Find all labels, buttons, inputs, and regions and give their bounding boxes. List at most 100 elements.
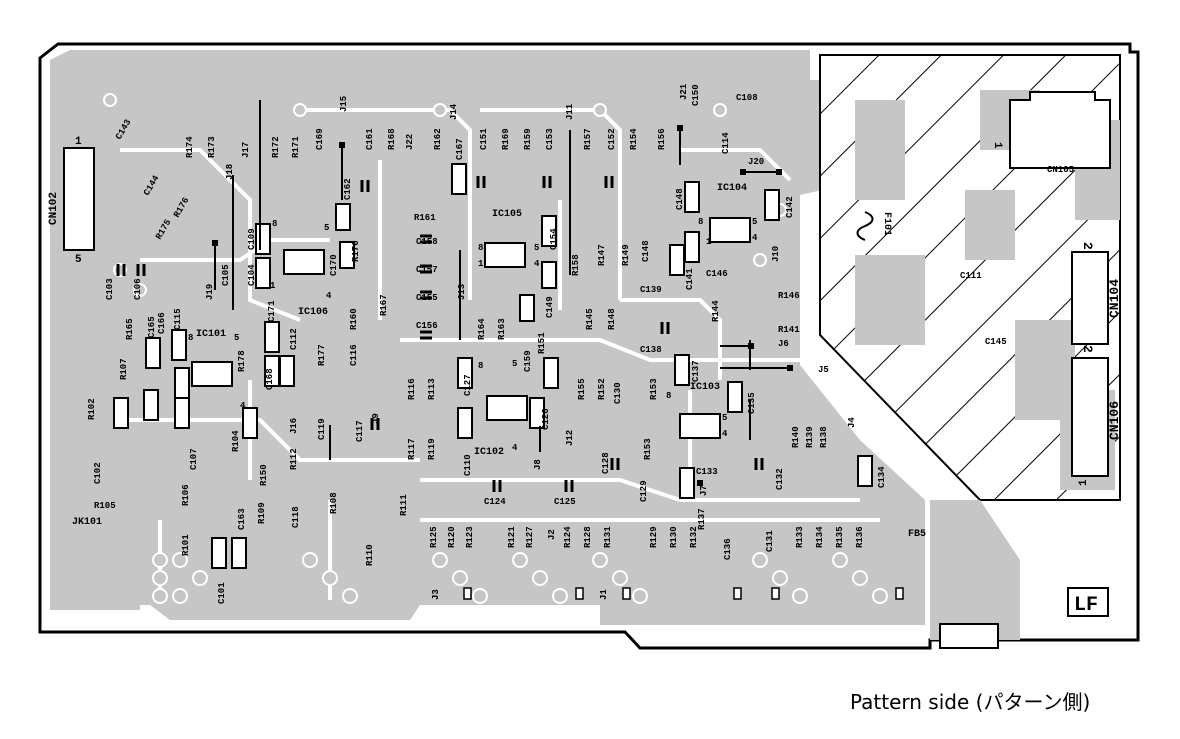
pads <box>103 93 888 604</box>
label-c103: C103 <box>105 278 115 300</box>
label-j14: J14 <box>449 103 459 120</box>
ic105-pin5: 5 <box>534 243 539 253</box>
label-r112: R112 <box>289 448 299 470</box>
label-j21: J21 <box>679 83 689 100</box>
label-r128: R128 <box>583 526 593 548</box>
label-c147: C148 <box>641 240 651 262</box>
label-c133: C133 <box>696 467 718 477</box>
label-c116: C116 <box>349 344 359 366</box>
label-r157: R157 <box>583 128 593 150</box>
fb5-footprint <box>939 623 999 649</box>
label-r158: R158 <box>571 254 581 276</box>
label-r153: R153 <box>643 438 653 460</box>
label-j2: J2 <box>547 529 557 540</box>
label-c124: C124 <box>484 497 506 507</box>
label-r159: R159 <box>523 128 533 150</box>
label-ic106: IC106 <box>298 307 328 318</box>
label-r155: R155 <box>577 378 587 400</box>
label-r107: R107 <box>119 358 129 380</box>
label-r129: R129 <box>649 526 659 548</box>
label-r104: R104 <box>231 430 241 452</box>
label-c166: C166 <box>157 312 167 334</box>
label-r106: R106 <box>181 484 191 506</box>
label-c118: C118 <box>291 506 301 528</box>
label-c163: C163 <box>237 508 247 530</box>
label-r119: R119 <box>427 438 437 460</box>
label-c127: C127 <box>463 374 473 396</box>
ic102-pin8: 8 <box>478 361 483 371</box>
label-r148: R148 <box>607 308 617 330</box>
label-c117: C117 <box>355 420 365 442</box>
label-j12: J12 <box>565 430 575 446</box>
label-r110: R110 <box>365 544 375 566</box>
label-j5: J5 <box>818 365 829 375</box>
label-r178: R178 <box>237 350 247 372</box>
label-r121: R121 <box>507 526 517 548</box>
label-c109: C109 <box>247 228 257 250</box>
label-c146: C146 <box>706 269 728 279</box>
label-r145: R145 <box>585 308 595 330</box>
label-j9: J9 <box>371 413 381 424</box>
label-r111: R111 <box>399 494 409 516</box>
label-r164: R164 <box>477 318 487 340</box>
label-cn102: CN102 <box>48 192 60 225</box>
label-r131: R131 <box>603 526 613 548</box>
label-j13: J13 <box>457 284 467 300</box>
label-c159: C159 <box>523 350 533 372</box>
label-fb5: FB5 <box>908 529 926 540</box>
label-r171: R171 <box>291 136 301 158</box>
label-cn106-pin2: 2 <box>1080 345 1095 353</box>
label-c101: C101 <box>217 582 227 604</box>
label-cn106: CN106 <box>1107 401 1122 440</box>
label-ic105: IC105 <box>492 209 522 220</box>
label-c161: C161 <box>365 128 375 150</box>
label-r154: R154 <box>629 128 639 150</box>
cn102-connector <box>63 147 95 251</box>
label-c136: C136 <box>723 538 733 560</box>
ic105-pin1: 1 <box>478 259 484 269</box>
label-c102: C102 <box>93 462 103 484</box>
label-c131: C131 <box>765 530 775 552</box>
ic101-pin5: 5 <box>234 333 239 343</box>
label-j7: J7 <box>699 485 709 496</box>
label-r127: R127 <box>525 526 535 548</box>
ic102-pin4: 4 <box>512 443 518 453</box>
label-c151: C151 <box>479 128 489 150</box>
label-r162: R162 <box>433 128 443 150</box>
label-r156: R156 <box>657 128 667 150</box>
label-r147: R147 <box>597 244 607 266</box>
label-c168: C168 <box>265 368 275 390</box>
ic104-pin5: 5 <box>752 217 757 227</box>
connector-pads-bottom <box>463 587 904 600</box>
ic103-pin8: 8 <box>666 391 671 401</box>
label-r172: R172 <box>271 136 281 158</box>
ic105-pin4: 4 <box>534 259 540 269</box>
label-r168: R168 <box>387 128 397 150</box>
label-c155: C155 <box>416 293 438 303</box>
label-c148: C148 <box>675 188 685 210</box>
ic105-pin8: 8 <box>478 243 483 253</box>
label-c152: C152 <box>607 128 617 150</box>
ic101-pin4: 4 <box>240 401 246 411</box>
label-c165: C165 <box>147 316 157 338</box>
ic106-pin4: 4 <box>326 291 332 301</box>
label-c114: C114 <box>721 132 731 154</box>
label-r163: R163 <box>497 318 507 340</box>
label-r169: R169 <box>501 128 511 150</box>
label-jk101: JK101 <box>72 517 102 528</box>
label-c142: C142 <box>785 196 795 218</box>
label-r141: R141 <box>778 325 800 335</box>
label-j1: J1 <box>599 589 609 600</box>
copper-pour <box>50 50 1000 625</box>
ic106-pin8: 8 <box>272 219 277 229</box>
label-r173: R173 <box>207 136 217 158</box>
ic106-pin5: 5 <box>324 223 329 233</box>
label-j20: J20 <box>748 157 764 167</box>
label-j6: J6 <box>778 339 789 349</box>
label-cn104-pin2: 2 <box>1080 242 1095 250</box>
ic106-pin1: 1 <box>270 281 276 291</box>
label-j4: J4 <box>847 417 857 428</box>
label-f101: F101 <box>881 212 892 236</box>
label-cn102-pin1: 1 <box>75 136 82 148</box>
